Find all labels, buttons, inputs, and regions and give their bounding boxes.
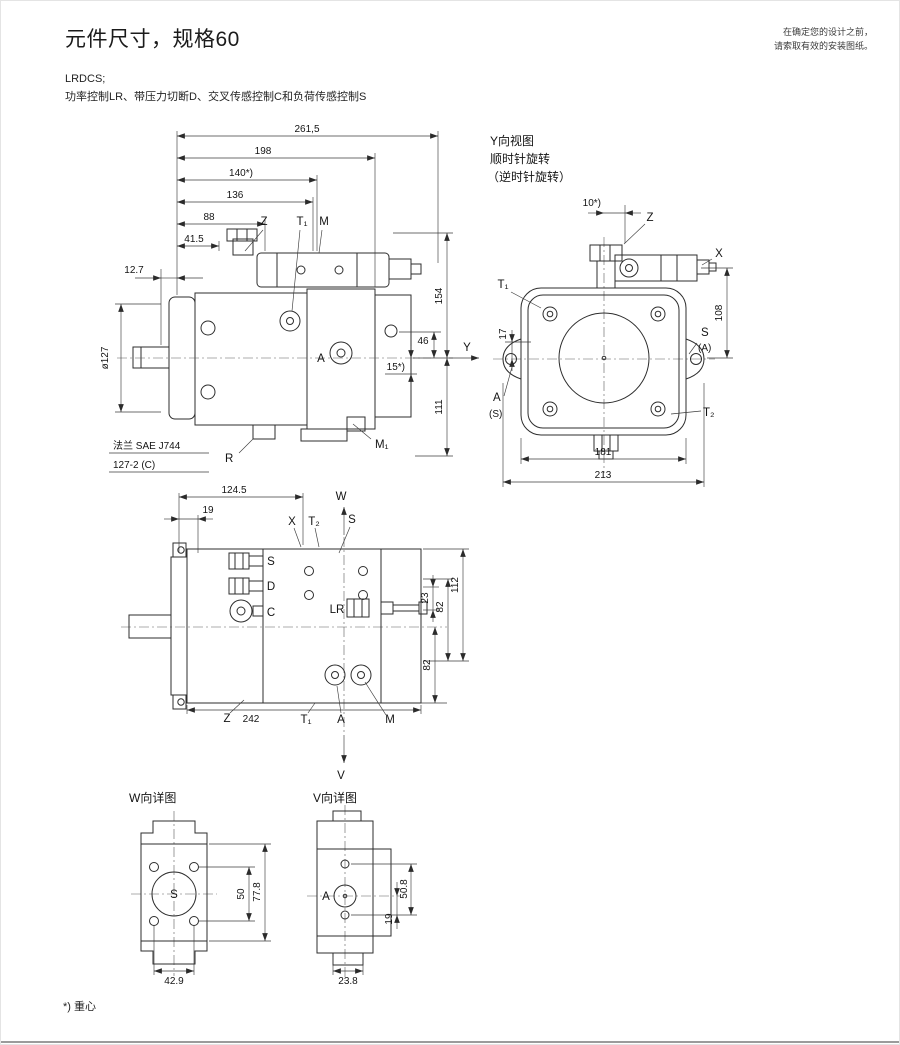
port-r-label: R: [225, 453, 233, 465]
dim-23-8: 23.8: [338, 976, 358, 987]
dim-242: 242: [243, 714, 260, 725]
dim-17: 17: [498, 328, 509, 340]
dim-108: 108: [714, 304, 725, 321]
dim-19: 19: [202, 505, 214, 516]
port-a-label: A: [322, 891, 330, 903]
v-detail-dimensions: [332, 863, 417, 975]
dim-dia-127: ø127: [100, 346, 111, 369]
dim-181: 181: [595, 447, 612, 458]
view-arrow-v-label: V: [337, 770, 345, 782]
port-t1-label: T₁: [498, 279, 509, 291]
w-detail-title: W向详图: [129, 790, 176, 805]
port-s-alt-label: (A): [698, 343, 711, 354]
dim-42-9: 42.9: [164, 976, 184, 987]
y-view-outline: [502, 244, 717, 460]
port-s-label: S: [170, 889, 178, 901]
dim-77-8: 77.8: [252, 882, 263, 902]
v-detail-outline: [316, 810, 392, 966]
dim-111: 111: [434, 399, 445, 415]
dim-19: 19: [384, 913, 395, 925]
top-view-outline: [128, 542, 428, 710]
header-note-line1: 在确定您的设计之前，: [782, 27, 873, 37]
port-lr-label: LR: [330, 604, 345, 616]
dim-124-5: 124.5: [221, 485, 246, 496]
w-detail-dimensions: [153, 843, 271, 975]
header-note-line2: 请索取有效的安装图纸。: [773, 41, 873, 52]
dim-154: 154: [434, 287, 445, 304]
dim-50-8: 50.8: [399, 879, 410, 899]
dim-12-7: 12.7: [124, 265, 144, 276]
flange-spec-row1: 法兰 SAE J744: [113, 439, 181, 452]
port-z-label: Z: [646, 212, 653, 224]
dim-213: 213: [595, 470, 612, 481]
y-view-dimensions: [502, 205, 733, 487]
port-z-label: Z: [223, 713, 230, 725]
v-detail-view: V向详图: [307, 790, 417, 987]
y-view-subtitle-ccw: （逆时针旋转）: [487, 169, 571, 184]
port-a-label: A: [317, 353, 325, 365]
dim-88: 88: [203, 212, 215, 223]
port-x-label: X: [288, 516, 296, 528]
port-t2-label: T₂: [703, 407, 715, 419]
flange-spec-row2: 127-2 (C): [113, 460, 155, 471]
dim-50: 50: [236, 888, 247, 900]
w-detail-outline: [140, 820, 208, 965]
port-m1-label: M₁: [375, 439, 389, 451]
port-m-label: M: [319, 216, 329, 228]
port-t1-label: T₁: [297, 216, 308, 228]
dim-15: 15*): [387, 362, 405, 373]
top-view: 124.5 19 112 82 23 82 242 W V X T₂ S S D…: [121, 485, 469, 782]
view-arrow-w-label: W: [336, 491, 347, 503]
subtitle-code: LRDCS;: [65, 73, 106, 85]
dim-46: 46: [417, 336, 429, 347]
dim-136: 136: [227, 190, 244, 201]
port-a-label: A: [337, 714, 345, 726]
side-view-outline: [132, 228, 422, 442]
dim-261-5: 261,5: [294, 124, 319, 135]
page-bottom-rule: [1, 1041, 899, 1043]
dim-82-upper: 82: [435, 601, 446, 613]
port-a-alt-label: (S): [489, 409, 502, 420]
dim-112: 112: [450, 577, 461, 593]
port-x-label: X: [715, 248, 723, 260]
port-a-label: A: [493, 392, 501, 404]
port-z-label: Z: [260, 216, 267, 228]
v-detail-title: V向详图: [313, 790, 357, 805]
port-s-label: S: [267, 556, 275, 568]
w-detail-view: W向详图: [129, 790, 271, 987]
view-arrow-y-label: Y: [463, 342, 471, 354]
port-m-label: M: [385, 714, 395, 726]
header-note: 在确定您的设计之前， 请索取有效的安装图纸。: [774, 25, 873, 54]
y-view: Y向视图 顺时针旋转 （逆时针旋转）: [487, 133, 733, 487]
dim-10: 10*): [583, 198, 601, 209]
port-t1-label: T₁: [301, 714, 312, 726]
port-s-top-label: S: [348, 514, 356, 526]
y-view-subtitle-cw: 顺时针旋转: [490, 151, 550, 166]
page-title: 元件尺寸，规格60: [65, 28, 240, 51]
side-view-dimensions: [109, 131, 479, 473]
port-c-label: C: [267, 607, 275, 619]
dim-23: 23: [420, 592, 431, 604]
dim-198: 198: [255, 146, 272, 157]
port-t2-label: T₂: [308, 516, 320, 528]
dim-82-lower: 82: [422, 659, 433, 671]
subtitle-description: 功率控制LR、带压力切断D、交叉传感控制C和负荷传感控制S: [65, 91, 367, 103]
dim-140: 140*): [229, 168, 253, 179]
side-view: 261,5 198 140*) 136 88 41.5 12.7 ø127 15…: [100, 124, 479, 473]
top-view-dimensions: [164, 493, 469, 763]
y-view-title: Y向视图: [490, 133, 534, 148]
port-d-label: D: [267, 581, 275, 593]
footnote: *) 重心: [63, 1001, 96, 1013]
port-s-label: S: [701, 327, 709, 339]
dim-41-5: 41.5: [184, 234, 204, 245]
